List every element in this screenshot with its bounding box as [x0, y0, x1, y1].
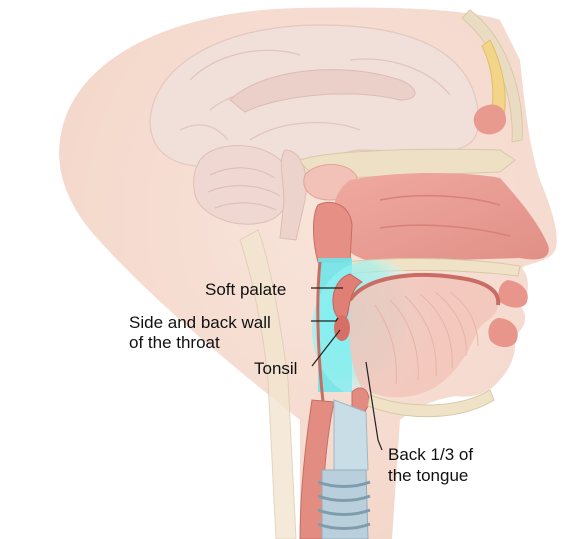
label-tonsil: Tonsil — [254, 359, 297, 379]
label-side-back-wall-line1: Side and back wall — [129, 313, 271, 333]
larynx — [334, 400, 368, 470]
label-back-tongue-line2: the tongue — [388, 466, 468, 486]
tonsil — [334, 315, 350, 341]
label-side-back-wall-line2: of the throat — [129, 333, 220, 353]
label-soft-palate: Soft palate — [205, 280, 286, 300]
label-back-tongue-line1: Back 1/3 of — [388, 445, 473, 465]
nasopharynx — [314, 202, 353, 262]
cerebellum — [194, 146, 292, 225]
